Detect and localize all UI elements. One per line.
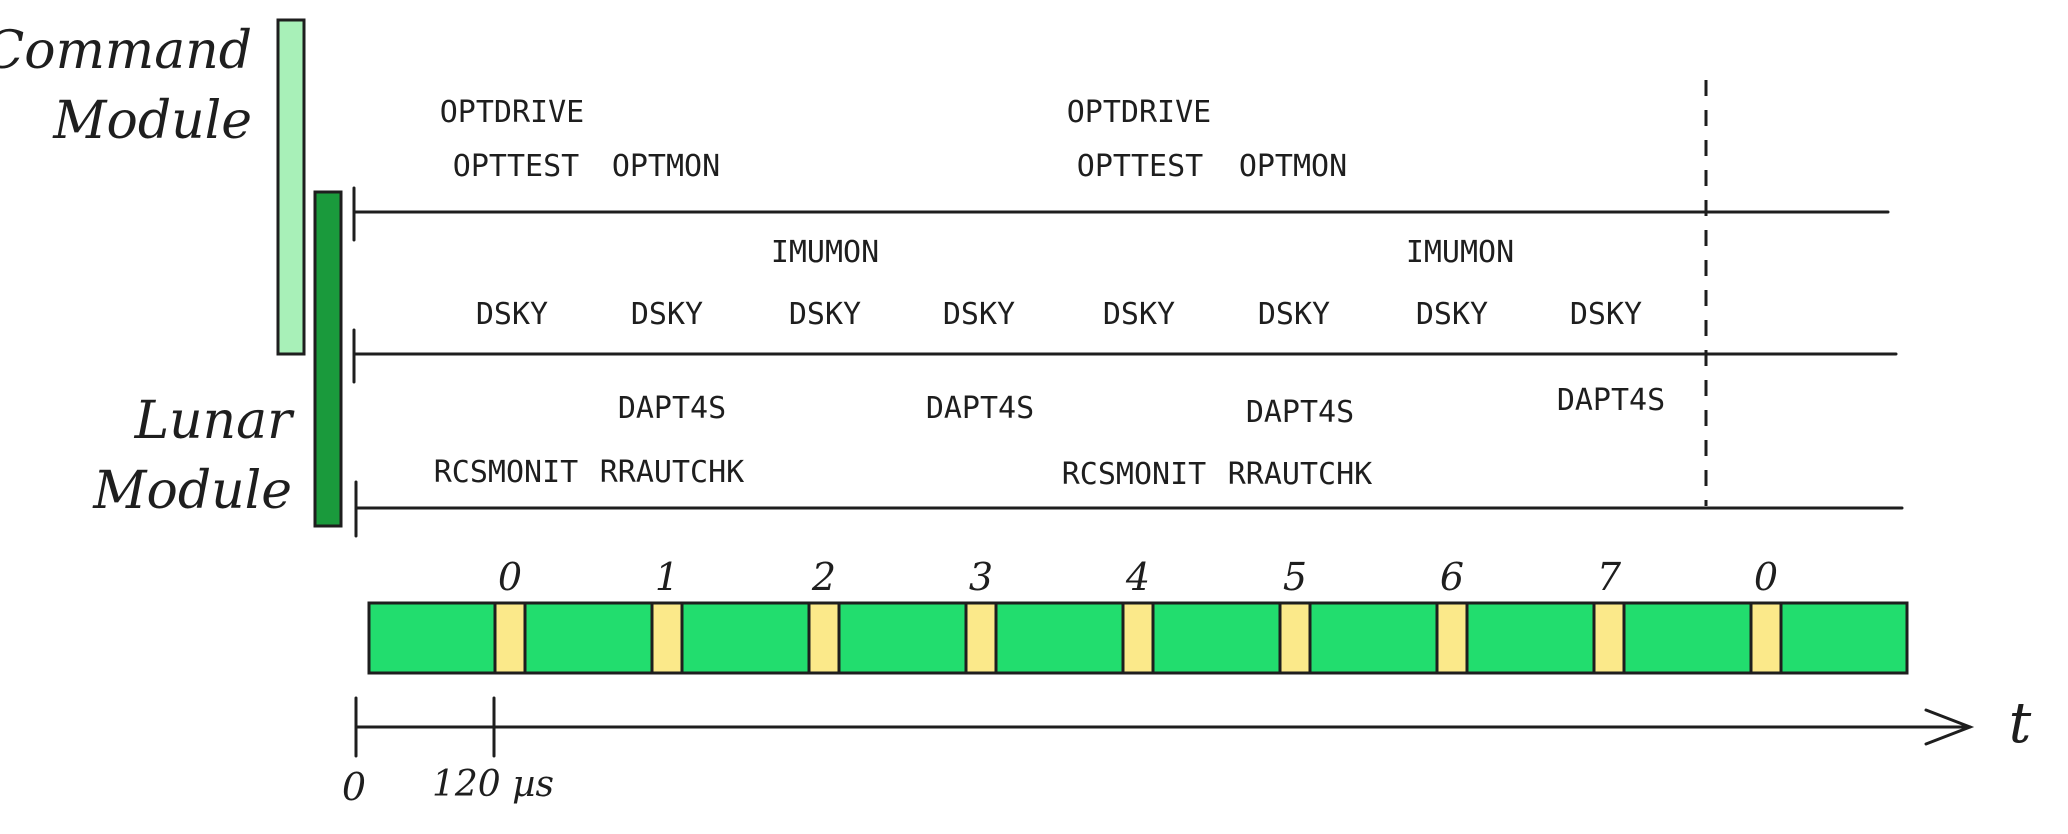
task-rcsmonit: RCSMONIT bbox=[1062, 457, 1207, 492]
timeslot-label: 2 bbox=[811, 555, 836, 599]
task-dapt4s: DAPT4S bbox=[618, 391, 726, 426]
timeslot-marker bbox=[650, 601, 684, 675]
time-axis-arrowhead bbox=[1924, 708, 1975, 746]
timeslot-label: 6 bbox=[1440, 555, 1464, 599]
lunar-module-label: Lunar bbox=[134, 391, 296, 451]
task-dsky: DSKY bbox=[476, 297, 548, 332]
task-optmon: OPTMON bbox=[1239, 149, 1347, 184]
task-optdrive: OPTDRIVE bbox=[440, 95, 585, 130]
task-dsky: DSKY bbox=[1416, 297, 1488, 332]
timeslot-markers: 0 1 2 3 4 5 6 7 0 bbox=[493, 555, 1783, 675]
task-dsky: DSKY bbox=[789, 297, 861, 332]
command-module-label: Command bbox=[0, 21, 252, 81]
timeslot-label: 1 bbox=[655, 555, 679, 599]
timeslot-label: 3 bbox=[969, 555, 993, 599]
task-optdrive: OPTDRIVE bbox=[1067, 95, 1212, 130]
timeslot-marker bbox=[1592, 601, 1626, 675]
axis-origin-label: 0 bbox=[342, 765, 366, 809]
task-dsky: DSKY bbox=[1258, 297, 1330, 332]
command-module-label-line2: Module bbox=[52, 91, 252, 151]
task-dsky: DSKY bbox=[631, 297, 703, 332]
task-rcsmonit: RCSMONIT bbox=[434, 455, 579, 490]
task-opttest: OPTTEST bbox=[1077, 149, 1203, 184]
task-optmon: OPTMON bbox=[612, 149, 720, 184]
command-module-bar bbox=[276, 18, 306, 356]
timeslot-marker bbox=[1278, 601, 1312, 675]
timeslot-marker bbox=[964, 601, 998, 675]
timeslot-marker bbox=[493, 601, 527, 675]
task-imumon: IMUMON bbox=[771, 235, 879, 270]
timeslot-marker bbox=[1435, 601, 1469, 675]
timeslot-label: 0 bbox=[1754, 555, 1778, 599]
lunar-module-label-line2: Module bbox=[92, 461, 292, 521]
task-rrautchk: RRAUTCHK bbox=[1228, 457, 1373, 492]
timeslot-marker bbox=[1749, 601, 1783, 675]
task-opttest: OPTTEST bbox=[453, 149, 579, 184]
task-dapt4s: DAPT4S bbox=[1246, 395, 1354, 430]
task-dapt4s: DAPT4S bbox=[926, 391, 1034, 426]
task-dsky: DSKY bbox=[1570, 297, 1642, 332]
task-dsky: DSKY bbox=[1103, 297, 1175, 332]
timeslot-marker bbox=[1121, 601, 1155, 675]
timeslot-marker bbox=[807, 601, 841, 675]
timeslot-label: 0 bbox=[498, 555, 522, 599]
task-dapt4s: DAPT4S bbox=[1557, 383, 1665, 418]
task-rrautchk: RRAUTCHK bbox=[600, 455, 745, 490]
axis-time-label: t bbox=[2009, 691, 2032, 756]
timeslot-label: 7 bbox=[1597, 555, 1622, 599]
timeslot-label: 4 bbox=[1125, 555, 1150, 599]
task-imumon: IMUMON bbox=[1406, 235, 1514, 270]
timeslot-label: 5 bbox=[1283, 555, 1307, 599]
task-dsky: DSKY bbox=[943, 297, 1015, 332]
axis-tick-label: 120 µs bbox=[432, 764, 554, 805]
lunar-module-bar bbox=[313, 190, 343, 528]
